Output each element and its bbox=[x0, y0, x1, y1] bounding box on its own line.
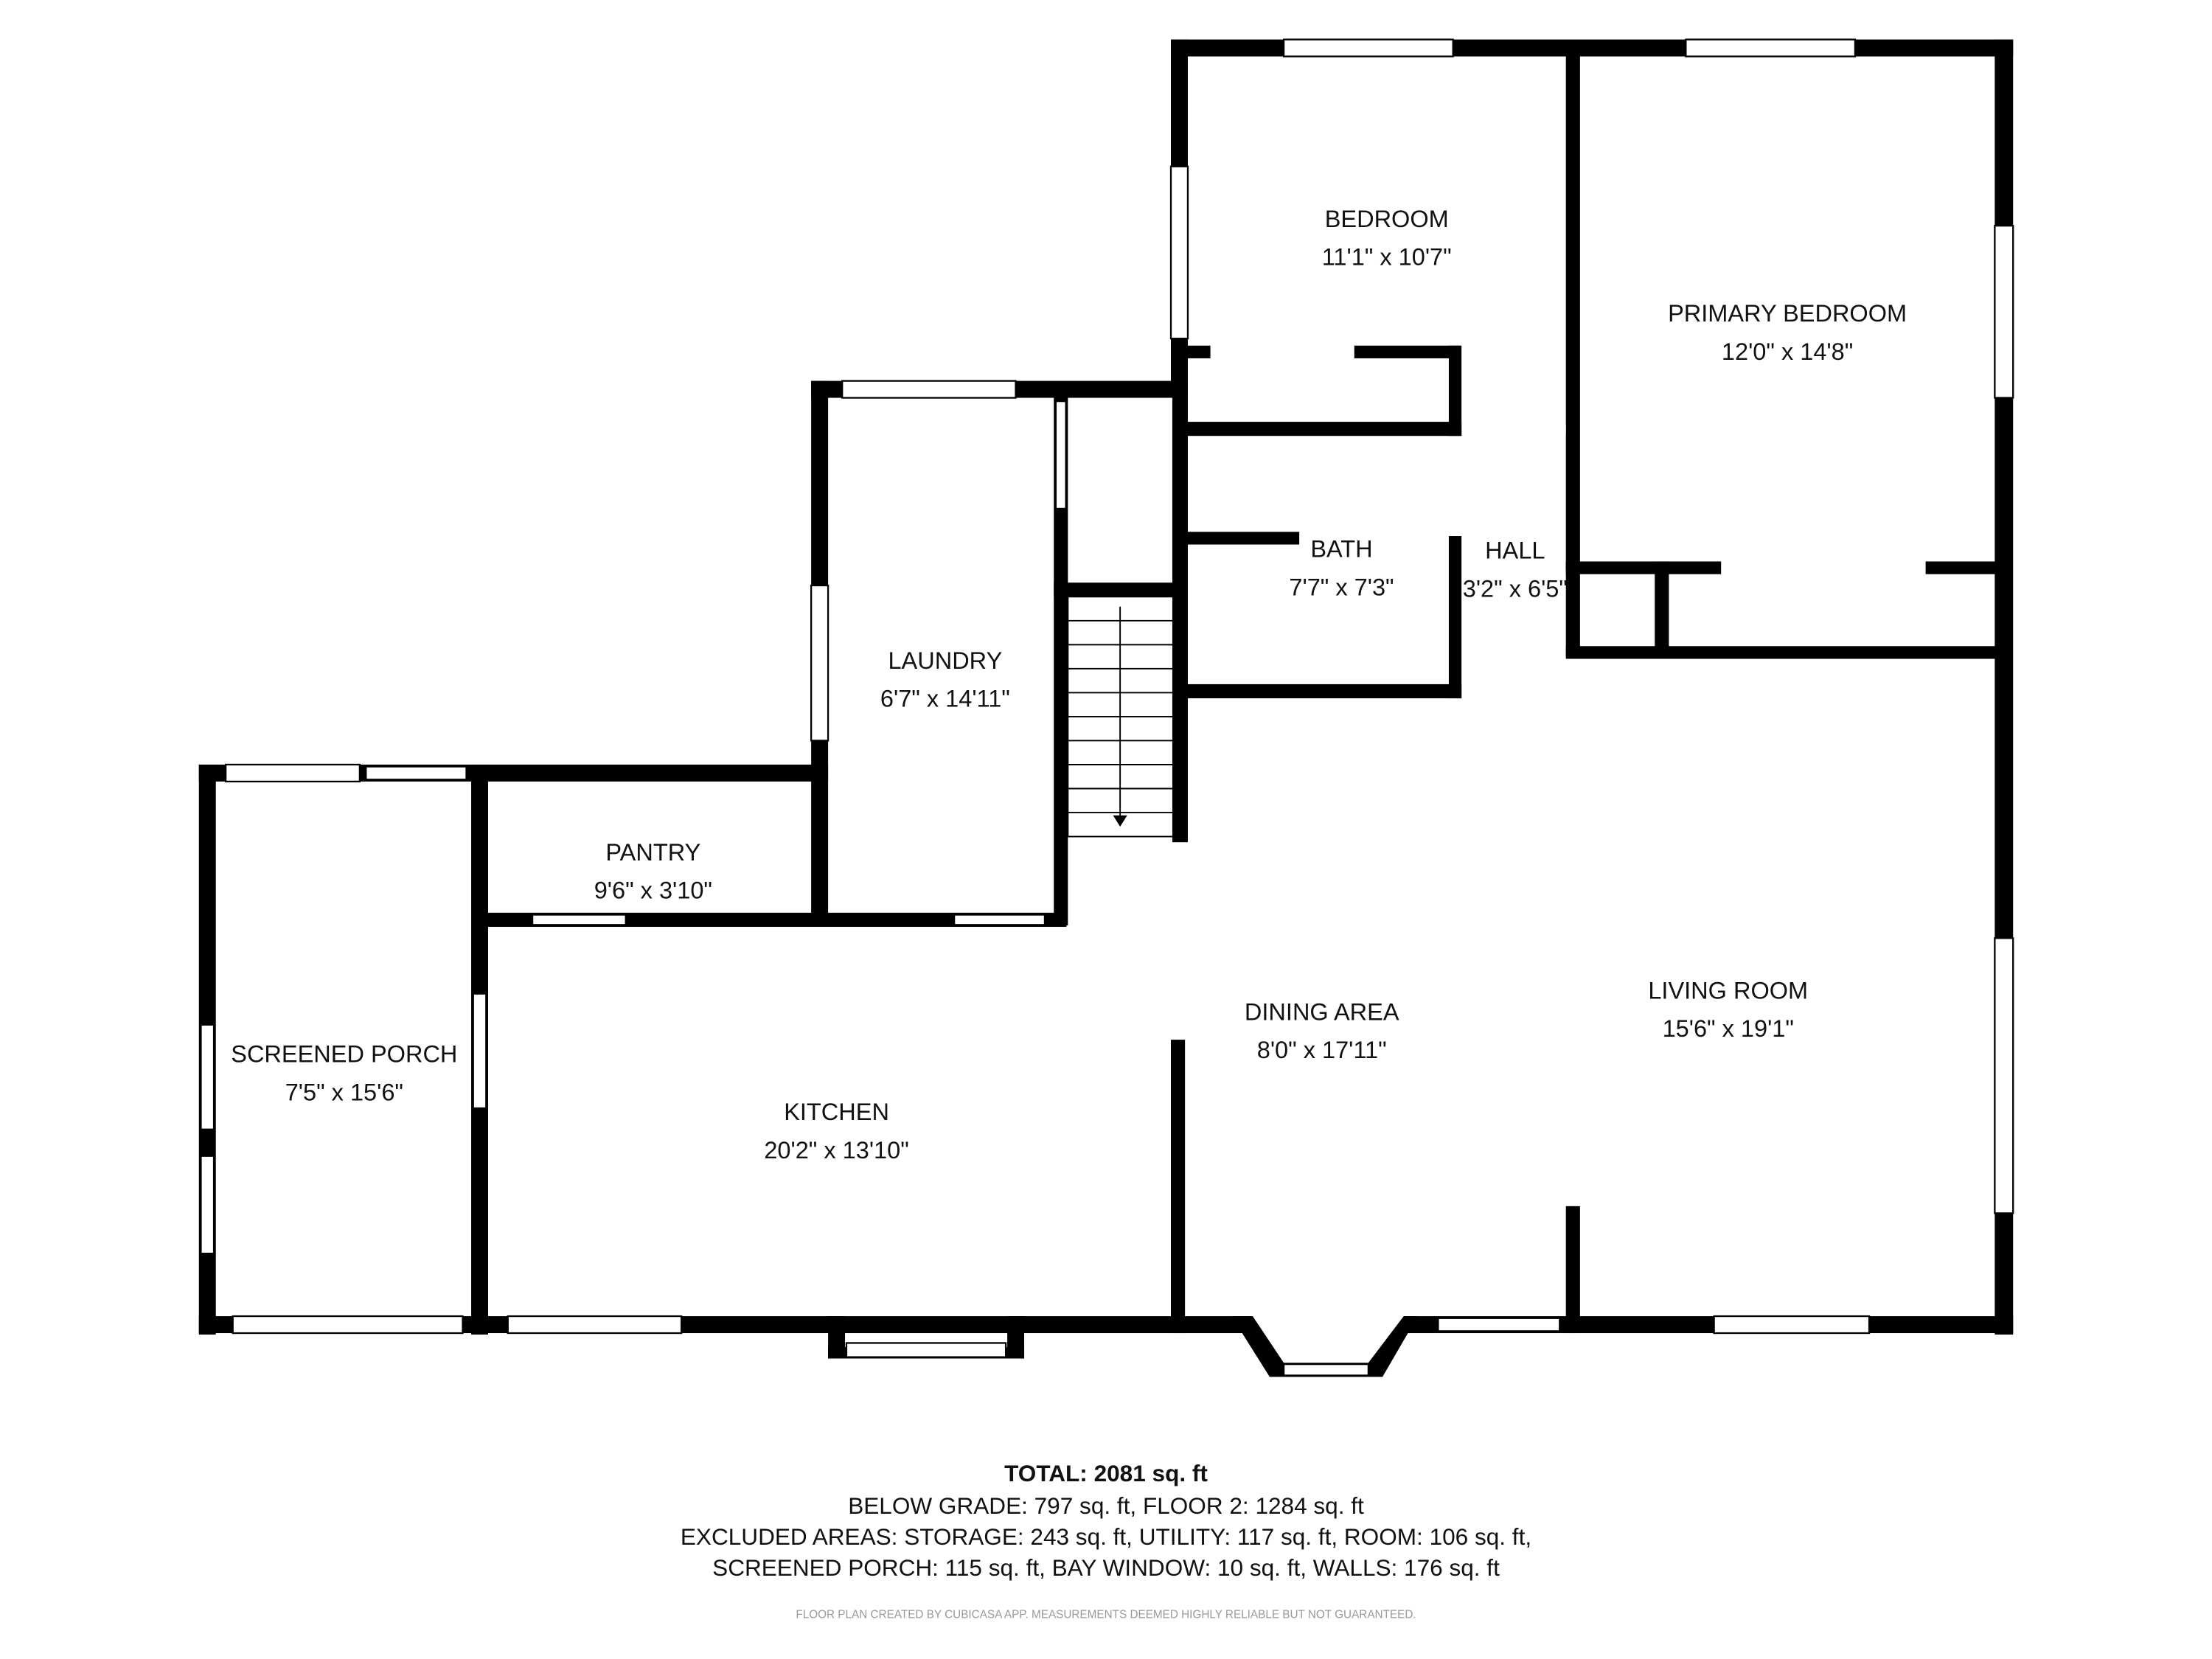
staircase bbox=[1067, 596, 1175, 838]
summary-line-2: EXCLUDED AREAS: STORAGE: 243 sq. ft, UTI… bbox=[681, 1523, 1531, 1550]
summary-line-3: SCREENED PORCH: 115 sq. ft, BAY WINDOW: … bbox=[712, 1554, 1500, 1581]
stair-arrow-icon bbox=[1113, 815, 1127, 827]
summary-line-1: BELOW GRADE: 797 sq. ft, FLOOR 2: 1284 s… bbox=[848, 1492, 1364, 1519]
room-name-laundry: LAUNDRY bbox=[888, 647, 1002, 674]
room-size-pantry: 9'6" x 3'10" bbox=[594, 877, 712, 904]
room-size-laundry: 6'7" x 14'11" bbox=[880, 686, 1010, 712]
windows bbox=[201, 38, 2014, 1377]
room-name-pantry: PANTRY bbox=[605, 839, 700, 866]
room-name-screened-porch: SCREENED PORCH bbox=[231, 1041, 457, 1068]
room-size-bath: 7'7" x 7'3" bbox=[1289, 574, 1394, 600]
credit-note: FLOOR PLAN CREATED BY CUBICASA APP. MEAS… bbox=[796, 1609, 1416, 1621]
room-name-bedroom: BEDROOM bbox=[1325, 206, 1449, 232]
room-name-dining-area: DINING AREA bbox=[1245, 998, 1399, 1025]
room-size-primary-bedroom: 12'0" x 14'8" bbox=[1722, 338, 1853, 365]
room-name-hall: HALL bbox=[1485, 538, 1545, 564]
room-name-living-room: LIVING ROOM bbox=[1648, 978, 1808, 1004]
room-size-screened-porch: 7'5" x 15'6" bbox=[285, 1079, 403, 1105]
room-size-dining-area: 8'0" x 17'11" bbox=[1257, 1037, 1387, 1063]
walls bbox=[198, 39, 2014, 1377]
room-size-hall: 3'2" x 6'5" bbox=[1463, 575, 1568, 602]
total-area: TOTAL: 2081 sq. ft bbox=[1004, 1460, 1208, 1486]
room-name-kitchen: KITCHEN bbox=[784, 1099, 889, 1125]
room-labels: BEDROOM 11'1" x 10'7" PRIMARY BEDROOM 12… bbox=[231, 206, 1907, 1164]
room-size-kitchen: 20'2" x 13'10" bbox=[764, 1137, 908, 1164]
area-summary: TOTAL: 2081 sq. ft BELOW GRADE: 797 sq. … bbox=[681, 1460, 1531, 1621]
room-size-bedroom: 11'1" x 10'7" bbox=[1322, 244, 1452, 271]
room-name-bath: BATH bbox=[1310, 536, 1372, 563]
room-name-primary-bedroom: PRIMARY BEDROOM bbox=[1668, 300, 1907, 327]
room-size-living-room: 15'6" x 19'1" bbox=[1663, 1015, 1794, 1042]
